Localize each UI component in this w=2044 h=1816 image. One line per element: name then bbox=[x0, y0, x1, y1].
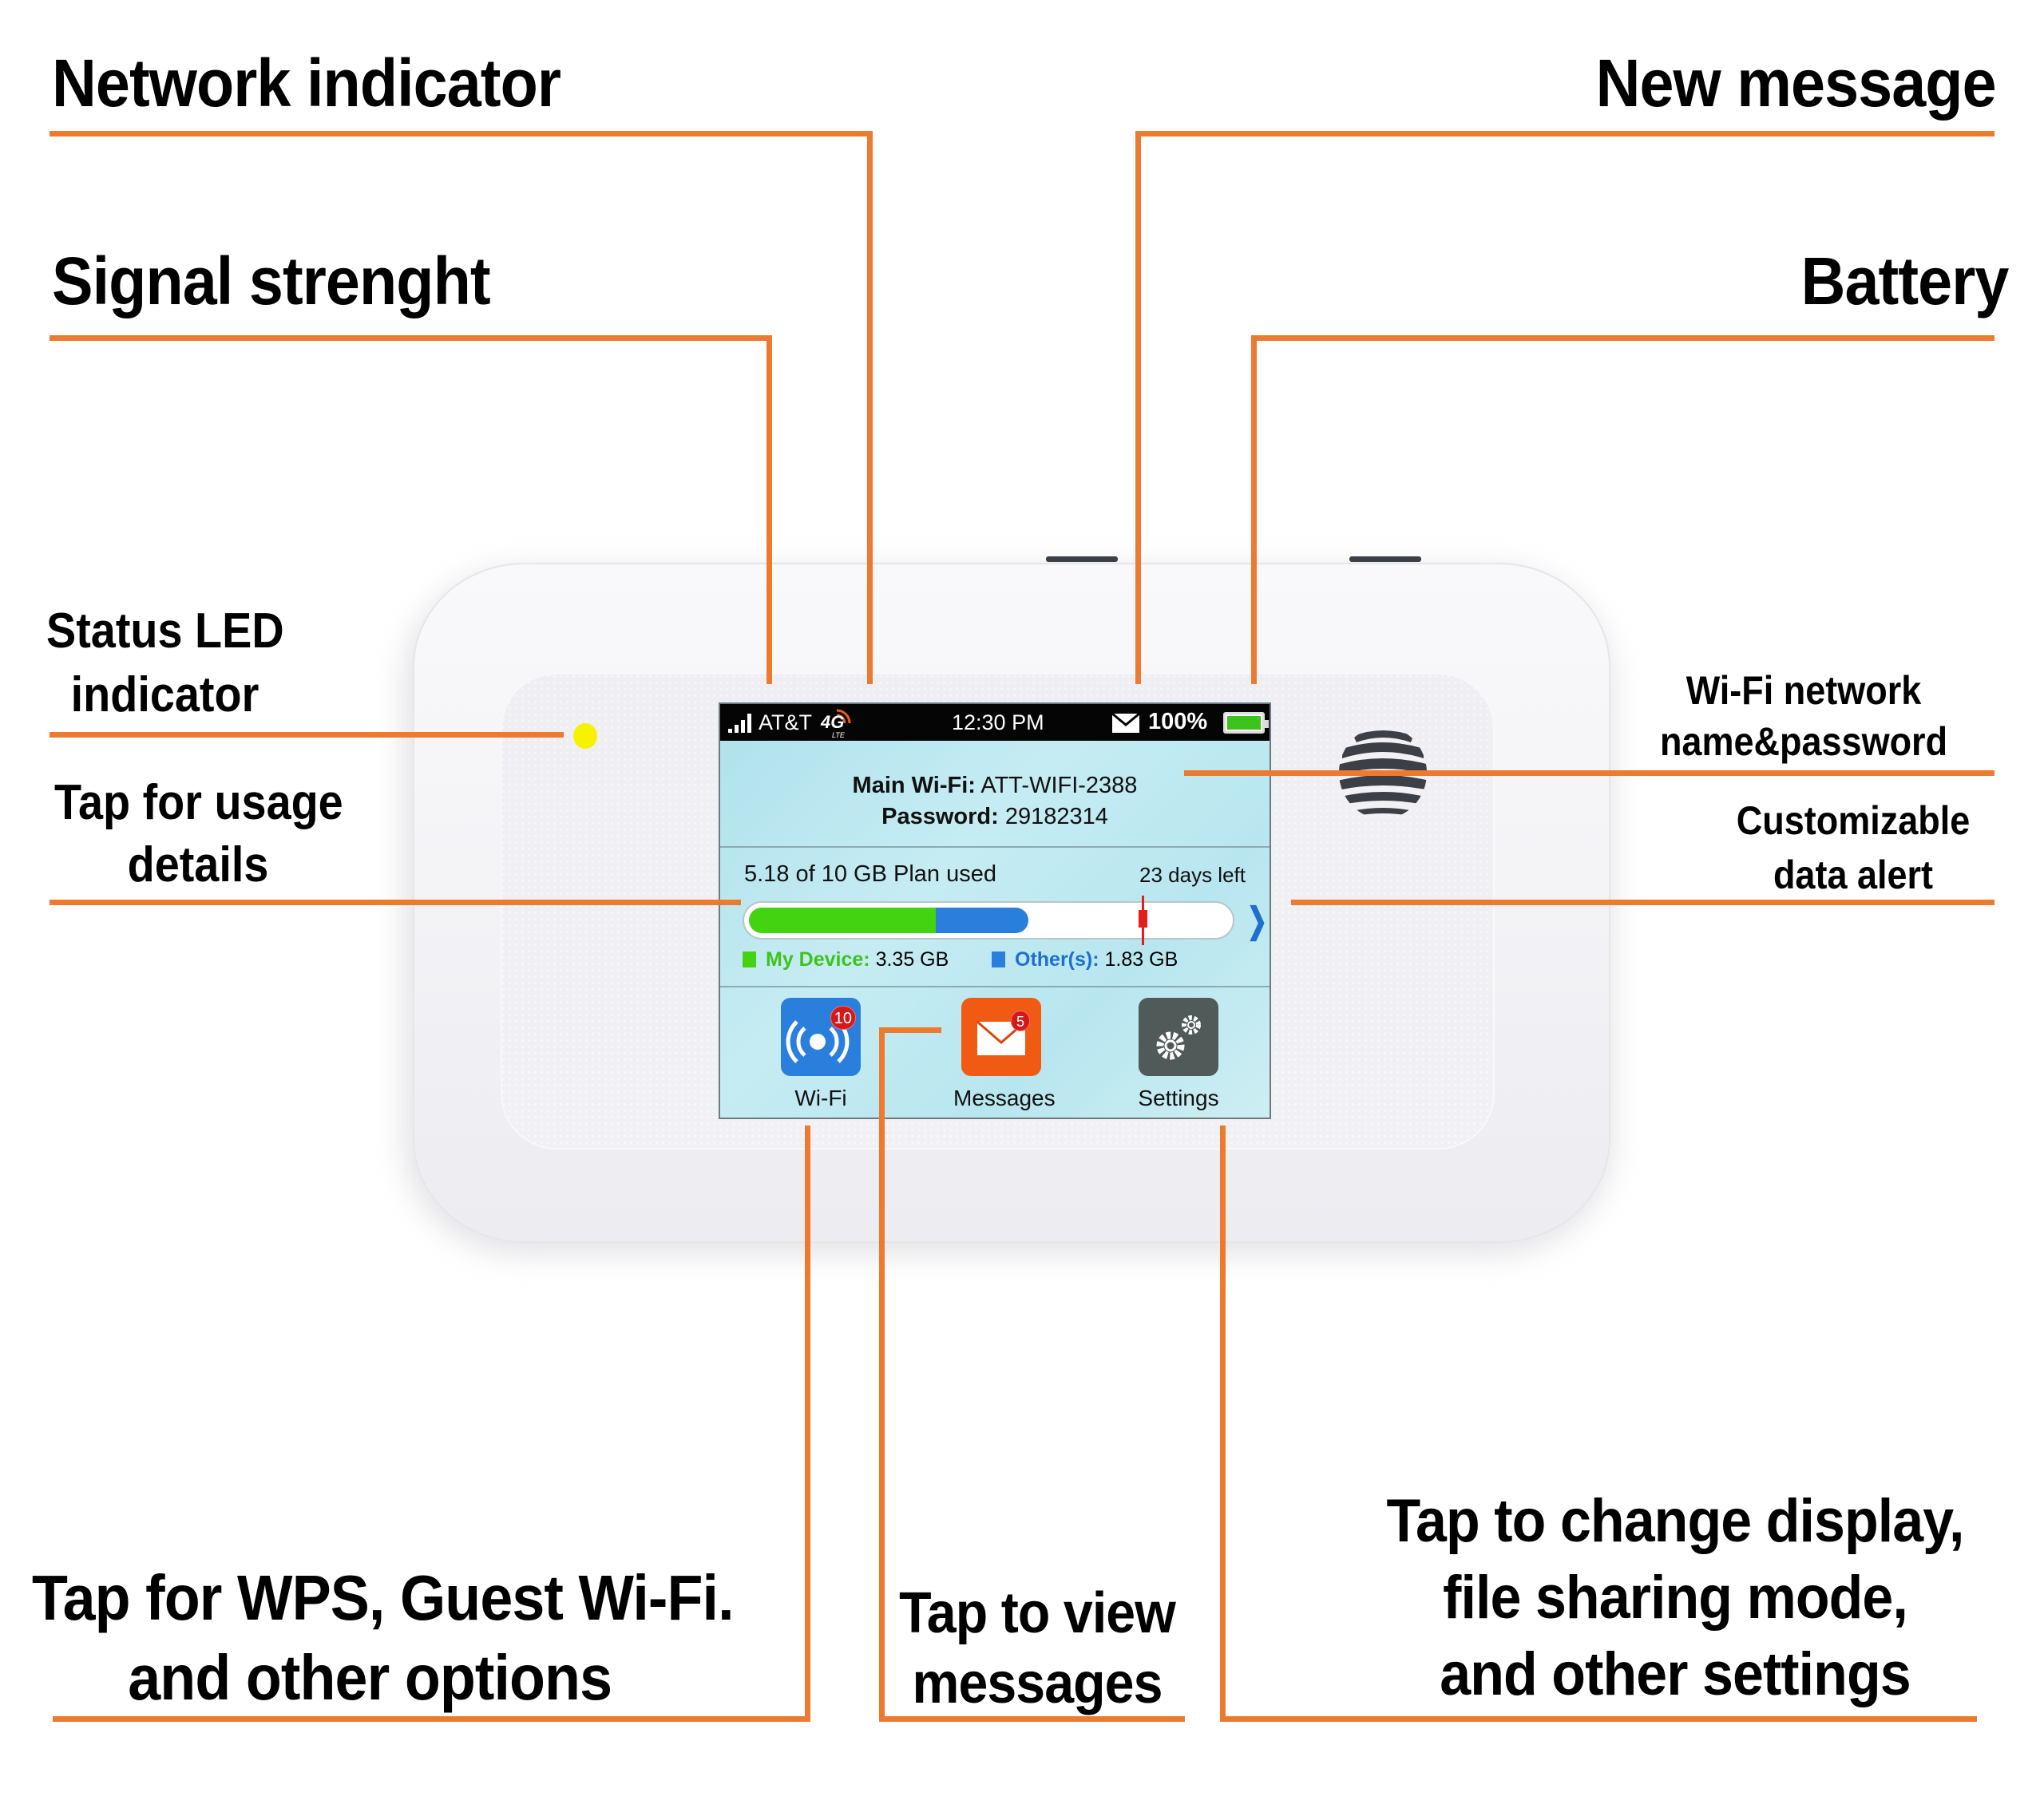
others-value: 1.83 GB bbox=[1104, 948, 1178, 971]
messages-app-label: Messages bbox=[953, 1086, 1056, 1110]
leader-network-v bbox=[867, 131, 873, 684]
callout-status-led: Status LED indicator bbox=[46, 603, 284, 722]
battery-icon bbox=[1223, 712, 1269, 734]
callout-wifi-options: Tap for WPS, Guest Wi-Fi. and other opti… bbox=[32, 1562, 735, 1713]
leader-wifi-app-h bbox=[53, 1716, 810, 1722]
data-alert-marker[interactable] bbox=[1139, 896, 1147, 945]
callout-settings: Tap to change display, file sharing mode… bbox=[1381, 1491, 1969, 1705]
callout-view-messages-line2: messages bbox=[912, 1652, 1163, 1715]
app-wifi[interactable]: 10 Wi-Fi bbox=[777, 998, 865, 1111]
callout-usage-line1: Tap for usage bbox=[54, 775, 343, 830]
plan-usage-summary[interactable]: 5.18 of 10 GB Plan used bbox=[744, 861, 996, 887]
callout-alert-line2: data alert bbox=[1773, 853, 1934, 897]
wifi-broadcast-icon bbox=[786, 1020, 850, 1063]
leader-message-v bbox=[1135, 131, 1141, 684]
messages-badge: 5 bbox=[1011, 1011, 1030, 1031]
status-time: 12:30 PM bbox=[952, 710, 1044, 734]
leader-network-h bbox=[50, 131, 873, 136]
leader-data-alert-h bbox=[1291, 900, 1994, 905]
envelope-icon bbox=[976, 1020, 1026, 1055]
callout-wifi-line1: Wi-Fi network bbox=[1686, 668, 1922, 713]
callout-alert-line1: Customizable bbox=[1736, 798, 1971, 843]
device-top-button bbox=[1046, 556, 1118, 562]
callout-wifi-options-line1: Tap for WPS, Guest Wi-Fi. bbox=[32, 1562, 735, 1633]
leader-signal-v bbox=[766, 335, 772, 684]
callout-battery: Battery bbox=[1800, 243, 2009, 318]
legend-others: Other(s): 1.83 GB bbox=[992, 948, 1178, 971]
callout-view-messages: Tap to view messages bbox=[890, 1585, 1184, 1712]
settings-tile bbox=[1139, 998, 1218, 1076]
signal-strength-icon bbox=[728, 714, 754, 733]
callout-data-alert: Customizable data alert bbox=[1717, 801, 1990, 895]
leader-led-h bbox=[50, 732, 564, 738]
wifi-password-label: Password: bbox=[881, 804, 999, 829]
callout-wifi-name-password: Wi-Fi network name&password bbox=[1653, 671, 1955, 762]
wifi-name-value: ATT-WIFI-2388 bbox=[980, 773, 1138, 798]
chevron-right-icon[interactable]: ❯ bbox=[1246, 901, 1268, 940]
leader-message-h bbox=[1135, 131, 1994, 136]
usage-bar-my-device bbox=[749, 908, 936, 933]
leader-settings-h bbox=[1220, 1716, 1977, 1722]
divider-bottom bbox=[720, 986, 1270, 987]
leader-usage-h bbox=[50, 900, 741, 905]
others-swatch bbox=[992, 952, 1005, 967]
callout-settings-line2: file sharing mode, bbox=[1443, 1564, 1908, 1632]
carrier-name: AT&T bbox=[759, 710, 812, 734]
callout-usage-details: Tap for usage details bbox=[54, 775, 343, 892]
wifi-badge: 10 bbox=[830, 1006, 856, 1030]
wifi-name-label: Main Wi-Fi: bbox=[852, 773, 976, 798]
callout-status-led-line1: Status LED bbox=[46, 603, 284, 659]
my-device-label: My Device: bbox=[766, 948, 870, 971]
battery-percent: 100% bbox=[1148, 709, 1208, 734]
my-device-swatch bbox=[743, 952, 756, 967]
svg-text:4G: 4G bbox=[820, 712, 844, 732]
divider-top bbox=[720, 846, 1270, 848]
usage-bar[interactable] bbox=[743, 901, 1234, 940]
messages-tile: 5 bbox=[961, 998, 1041, 1076]
callout-wifi-line2: name&password bbox=[1659, 719, 1948, 764]
callout-settings-line1: Tap to change display, bbox=[1386, 1487, 1964, 1555]
wifi-tile: 10 bbox=[781, 998, 861, 1076]
leader-wifi-info-h bbox=[1184, 770, 1994, 776]
callout-network-indicator: Network indicator bbox=[52, 45, 561, 121]
usage-bar-others bbox=[936, 908, 1028, 933]
gears-icon bbox=[1156, 1015, 1201, 1060]
status-led-icon bbox=[573, 723, 597, 749]
days-left: 23 days left bbox=[1139, 863, 1246, 887]
leader-messages-top-h bbox=[879, 1027, 941, 1033]
leader-messages-v bbox=[879, 1027, 885, 1721]
callout-signal-strength: Signal strenght bbox=[52, 243, 491, 318]
wifi-network-info[interactable]: Main Wi-Fi: ATT-WIFI-2388 bbox=[720, 773, 1270, 799]
app-messages[interactable]: 5 Messages bbox=[953, 998, 1056, 1111]
wifi-password-info[interactable]: Password: 29182314 bbox=[720, 804, 1270, 830]
leader-signal-h bbox=[50, 335, 772, 341]
new-message-icon bbox=[1111, 713, 1140, 733]
callout-wifi-options-line2: and other options bbox=[128, 1642, 612, 1713]
legend-my-device: My Device: 3.35 GB bbox=[743, 948, 949, 971]
network-4g-lte-icon: 4G LTE bbox=[820, 709, 851, 739]
others-label: Other(s): bbox=[1015, 948, 1099, 971]
svg-text:LTE: LTE bbox=[832, 731, 846, 739]
callout-new-message: New message bbox=[1595, 45, 1997, 121]
settings-app-label: Settings bbox=[1138, 1086, 1219, 1110]
callout-status-led-line2: indicator bbox=[70, 667, 259, 722]
callout-usage-line2: details bbox=[127, 837, 269, 892]
my-device-value: 3.35 GB bbox=[875, 948, 949, 971]
leader-battery-h bbox=[1251, 335, 1994, 341]
device-top-button-2 bbox=[1349, 556, 1421, 562]
callout-view-messages-line1: Tap to view bbox=[899, 1581, 1176, 1645]
leader-battery-v bbox=[1251, 335, 1257, 684]
wifi-app-label: Wi-Fi bbox=[794, 1086, 847, 1110]
leader-messages-bottom-h bbox=[879, 1716, 1185, 1722]
app-settings[interactable]: Settings bbox=[1131, 998, 1226, 1111]
leader-wifi-app-v bbox=[805, 1126, 810, 1721]
leader-settings-v bbox=[1220, 1126, 1226, 1721]
device-touchscreen: AT&T 4G LTE 12:30 PM 100% Main Wi-Fi: AT… bbox=[719, 702, 1271, 1119]
callout-settings-line3: and other settings bbox=[1440, 1640, 1911, 1708]
wifi-password-value: 29182314 bbox=[1004, 804, 1108, 829]
status-bar: AT&T 4G LTE 12:30 PM 100% bbox=[720, 704, 1270, 741]
